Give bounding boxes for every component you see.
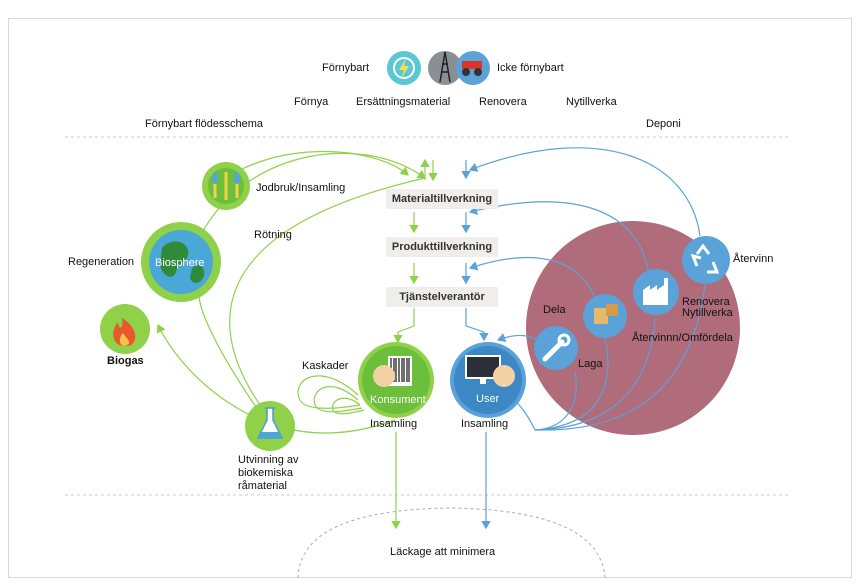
label-recycle-redistribute: Återvinnn/Omfördela — [632, 332, 733, 344]
boxes-icon — [583, 294, 627, 338]
label-biogas: Biogas — [107, 355, 144, 367]
legend-renewable: Förnybart — [322, 62, 370, 74]
label-cascades: Kaskader — [302, 360, 349, 372]
label-recycle: Återvinn — [733, 253, 774, 265]
label-share: Dela — [543, 304, 566, 316]
column-renew: Förnya — [294, 96, 329, 108]
plants-icon — [202, 162, 250, 210]
diagram-frame — [8, 18, 852, 578]
column-substitute: Ersättningsmaterial — [356, 96, 451, 108]
right-header: Deponi — [646, 118, 681, 130]
legend-non-renewable: Icke förnybart — [497, 62, 564, 74]
column-remanufacture: Nytillverka — [566, 96, 617, 108]
oil-derrick-icon — [428, 51, 462, 85]
label-user: User — [476, 393, 500, 405]
label-collect-left: Insamling — [370, 418, 418, 430]
label-digestion: Rötning — [254, 229, 292, 241]
label-collect-right: Insamling — [461, 418, 509, 430]
user-icon — [450, 342, 526, 418]
label-agriculture: Jodbruk/Insamling — [256, 182, 346, 194]
flame-icon — [100, 304, 150, 354]
label-consumer: Konsument — [370, 394, 426, 406]
label-regeneration: Regeneration — [68, 256, 135, 268]
leakage-arc — [297, 507, 606, 579]
process-material: Materialtillverkning — [386, 189, 498, 209]
left-header: Förnybart flödesschema — [145, 118, 263, 130]
label-leakage: Läckage att minimera — [390, 546, 496, 558]
label-biosphere: Biosphere — [155, 257, 205, 269]
mining-truck-icon — [456, 51, 490, 85]
label-repair: Laga — [578, 358, 603, 370]
process-service: Tjänstelverantör — [386, 287, 498, 307]
label-extraction: Utvinning av biokemiska råmaterial — [238, 454, 299, 492]
process-product: Produkttillverkning — [386, 237, 498, 257]
label-renovate-remanufacture: Renovera Nytillverka — [682, 296, 733, 319]
globe-icon — [141, 222, 221, 302]
recycle-icon — [682, 236, 730, 284]
column-refurbish: Renovera — [479, 96, 527, 108]
flask-icon — [245, 401, 295, 451]
wrench-icon — [534, 326, 578, 370]
lightning-bolt-icon — [387, 51, 421, 85]
factory-icon — [633, 269, 679, 315]
consumer-icon — [358, 342, 434, 418]
